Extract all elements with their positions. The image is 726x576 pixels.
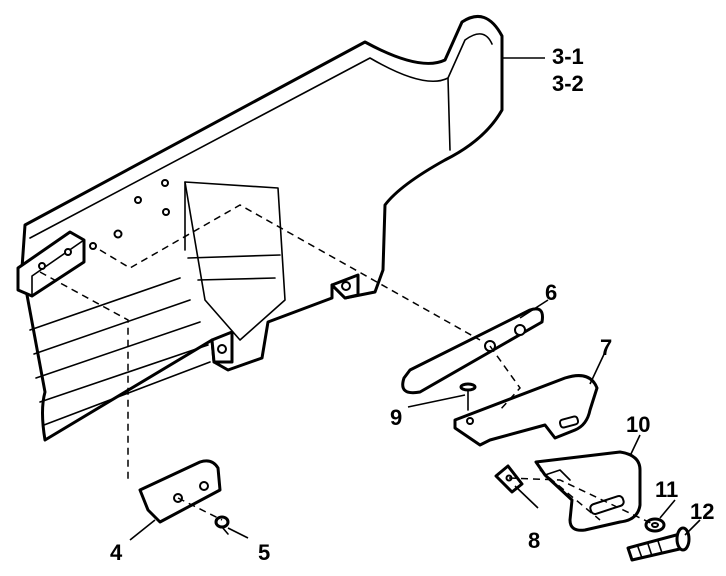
part-10-plate: [534, 450, 642, 532]
part-4-bracket: [138, 459, 222, 524]
part-6-bar: [401, 307, 544, 395]
leader-lines: [129, 57, 701, 541]
callout-8: 8: [528, 528, 540, 553]
part-7-bracket: [453, 374, 599, 447]
part-12-screw: [626, 526, 691, 562]
main-cover-part: [16, 14, 504, 442]
callout-5: 5: [258, 540, 270, 565]
callout-4: 4: [110, 540, 123, 565]
callout-6: 6: [545, 280, 557, 305]
callout-12: 12: [690, 499, 714, 524]
callout-11: 11: [655, 477, 678, 502]
callout-10: 10: [626, 412, 650, 437]
part-9-screw: [459, 382, 477, 411]
callout-9: 9: [390, 405, 402, 430]
assembly-lines: [39, 204, 656, 526]
callout-3-2: 3-2: [552, 71, 584, 96]
callout-3-1: 3-1: [552, 44, 584, 69]
part-5-screw: [214, 515, 230, 535]
callout-7: 7: [600, 335, 612, 360]
